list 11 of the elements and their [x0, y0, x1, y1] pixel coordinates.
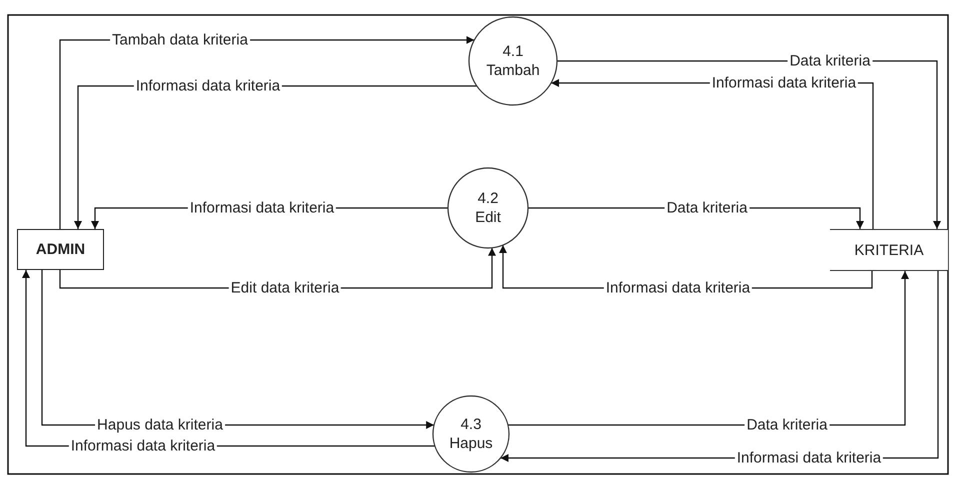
entity-name: ADMIN: [36, 240, 86, 259]
process-number: 4.1: [502, 42, 524, 61]
process-name: Tambah: [486, 61, 540, 80]
process-number: 4.3: [460, 415, 482, 434]
edge-label: Hapus data kriteria: [95, 416, 225, 434]
process-name: Edit: [475, 208, 501, 227]
process-name: Hapus: [449, 434, 493, 453]
process-number: 4.2: [478, 189, 498, 208]
data-store-name: KRITERIA: [854, 240, 924, 260]
entity-box: [17, 229, 104, 270]
data-store: [830, 229, 948, 271]
